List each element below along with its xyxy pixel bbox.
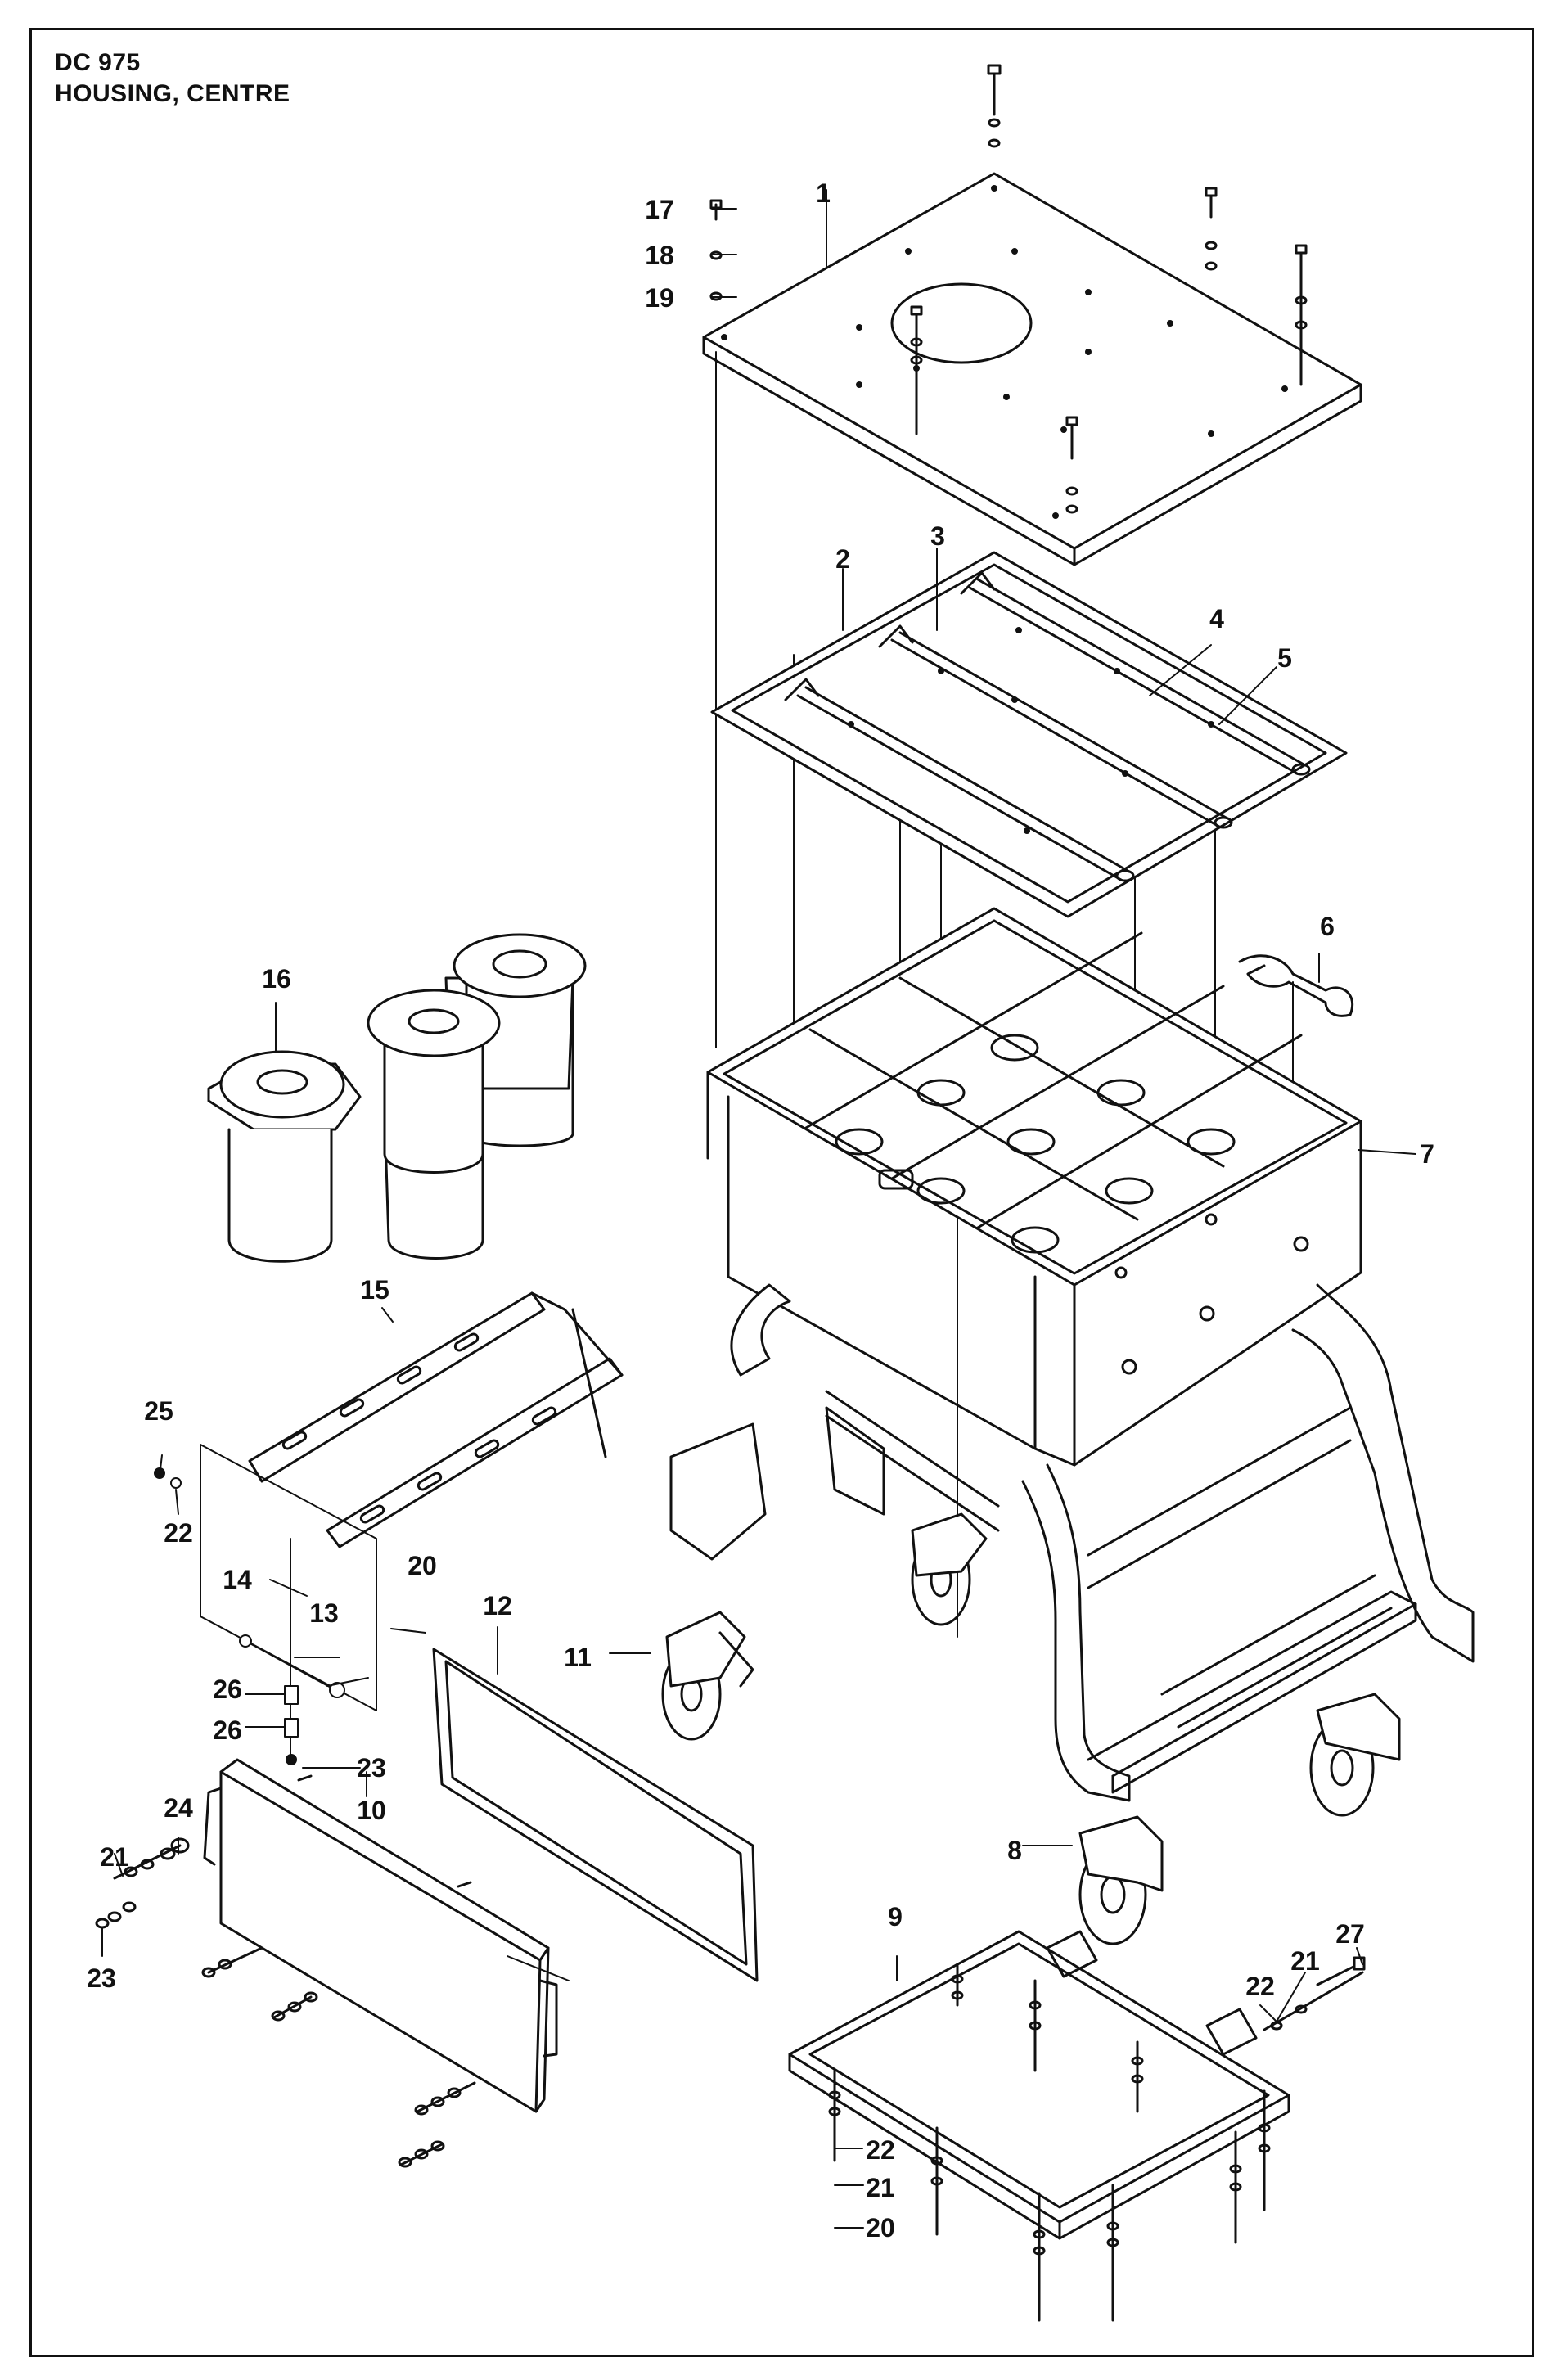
gasket [432,1648,759,1982]
callout-5: 5 [1277,643,1292,673]
leader-lines [101,189,1416,2229]
drawing-frame [29,28,1534,2357]
callout-1: 1 [816,178,831,208]
callout-8: 8 [1007,1836,1022,1865]
housing-box [706,907,1362,1467]
door-panel [95,1758,558,2168]
reference-plane [154,1444,426,1765]
callout-18: 18 [645,241,674,270]
callout-23b: 23 [87,1963,116,1993]
model-title: DC 975 [55,49,141,76]
bottom-frame [788,1930,1364,2322]
callout-16: 16 [262,964,291,994]
callout-22b: 22 [1245,1972,1275,2001]
callout-26a: 26 [213,1675,242,1704]
top-plate [702,172,1362,566]
filter-cartridges [207,933,587,1263]
callout-4: 4 [1209,604,1224,633]
callout-2: 2 [835,544,850,574]
callout-21b: 21 [1290,1946,1320,1976]
callout-11: 11 [564,1643,592,1672]
callout-6: 6 [1320,912,1335,941]
wrench [1238,954,1354,1017]
callout-9: 9 [888,1902,903,1931]
callout-20b: 20 [866,2213,895,2243]
callout-21c: 21 [866,2173,895,2202]
callout-17: 17 [645,195,674,224]
callout-3: 3 [930,521,945,551]
callout-24: 24 [164,1793,193,1823]
callout-27: 27 [1335,1919,1365,1949]
stand-frame [730,1283,1475,1802]
filter-bracket [248,1291,624,1548]
callout-14: 14 [223,1565,252,1594]
callout-22c: 22 [866,2135,895,2165]
callout-22a: 22 [164,1518,193,1548]
section-title: HOUSING, CENTRE [55,80,290,107]
callout-12: 12 [483,1591,512,1620]
side-bolt-27 [1270,1956,1366,2031]
filter-holder-frame [710,551,1348,918]
callout-20a: 20 [408,1551,437,1580]
callout-25: 25 [144,1396,173,1426]
bolt-washer-set [709,203,723,301]
callout-15: 15 [360,1275,389,1305]
callout-21a: 21 [100,1842,129,1872]
callout-13: 13 [309,1598,339,1628]
caster-wheels [661,1422,1401,1945]
callout-19: 19 [645,283,674,313]
callout-10: 10 [357,1796,386,1825]
callout-26b: 26 [213,1715,242,1745]
callout-23a: 23 [357,1753,386,1783]
callout-7: 7 [1420,1139,1434,1169]
